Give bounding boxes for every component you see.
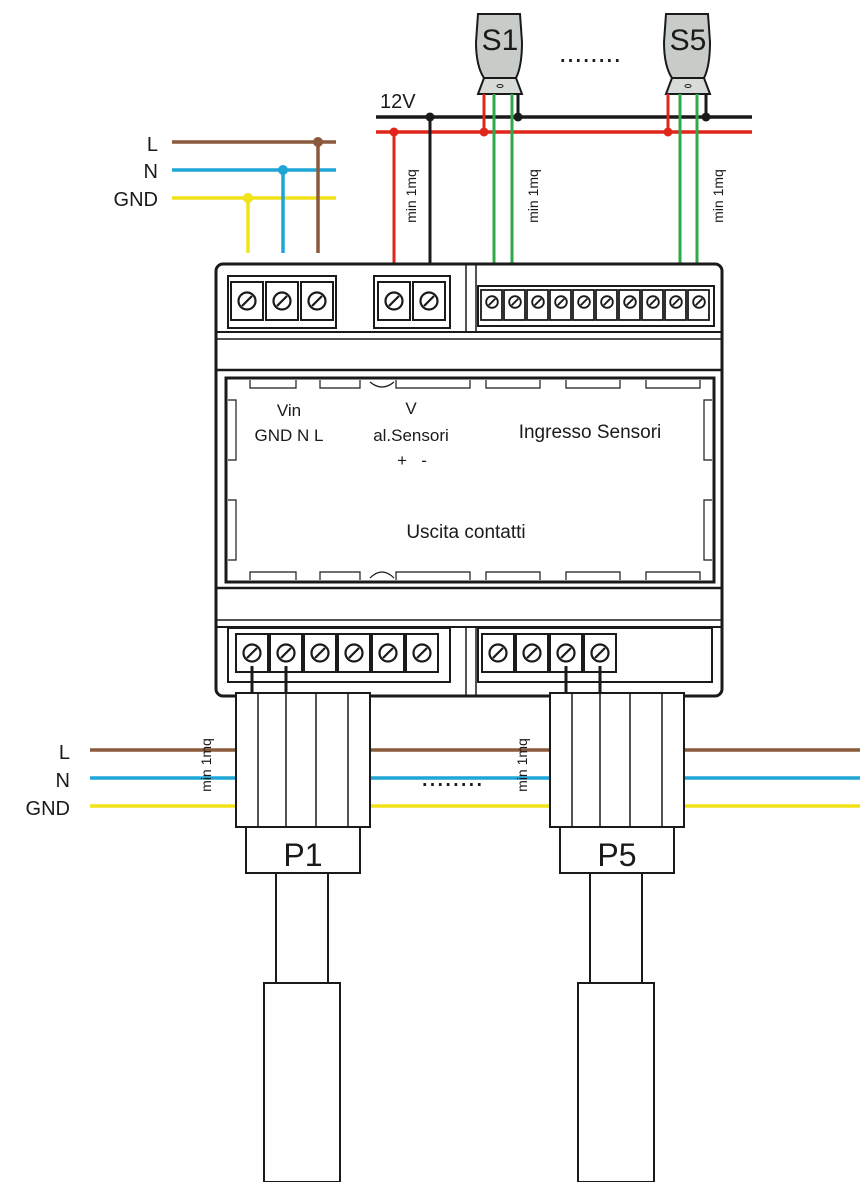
wire-note-supply: min 1mq [403,169,419,223]
top-n-junction [278,165,288,175]
panel-ellipsis: ........ [421,761,483,792]
top-gnd-label: GND [114,189,158,211]
sensor-s5-label: S5 [670,24,707,57]
supply-bus: 12V min 1mq [376,91,752,280]
top-l-junction [313,137,323,147]
bottom-l-label: L [59,742,70,764]
panel-p1: P1 [235,678,371,1182]
sensor-s1: S1 [474,13,524,95]
sensor-s5: S5 [662,13,712,95]
sensor-input-terminals [480,289,710,321]
wire-note-p1: min 1mq [198,738,214,792]
contact-output-label: Uscita contatti [406,522,525,543]
bottom-n-label: N [56,770,70,792]
din-module: Vin GND N L V al.Sensori + - Ingresso Se… [214,262,724,698]
top-gnd-junction [243,193,253,203]
sensor-input-label: Ingresso Sensori [519,422,662,443]
vin-terminals-label: GND N L [255,426,324,445]
sensor-s1-label: S1 [482,24,519,57]
wire-note-s5: min 1mq [710,169,726,223]
top-mains: L N GND [114,134,336,253]
contact-wires [250,666,602,693]
sensor-ellipsis: ........ [559,37,621,68]
v-sensors-label: al.Sensori [373,426,449,445]
wire-note-p5: min 1mq [514,738,530,792]
v-label: V [405,399,417,418]
top-n-label: N [144,161,158,183]
vin-label: Vin [277,401,301,420]
v-polarity-label: + - [397,451,427,470]
top-l-label: L [147,134,158,156]
panel-p5: P5 [549,678,685,1182]
panel-p1-label: P1 [283,837,322,873]
bottom-mains: L N GND [26,742,860,820]
supply-label: 12V [380,91,416,113]
bottom-gnd-label: GND [26,798,70,820]
wire-note-s1: min 1mq [525,169,541,223]
panel-p5-label: P5 [597,837,636,873]
